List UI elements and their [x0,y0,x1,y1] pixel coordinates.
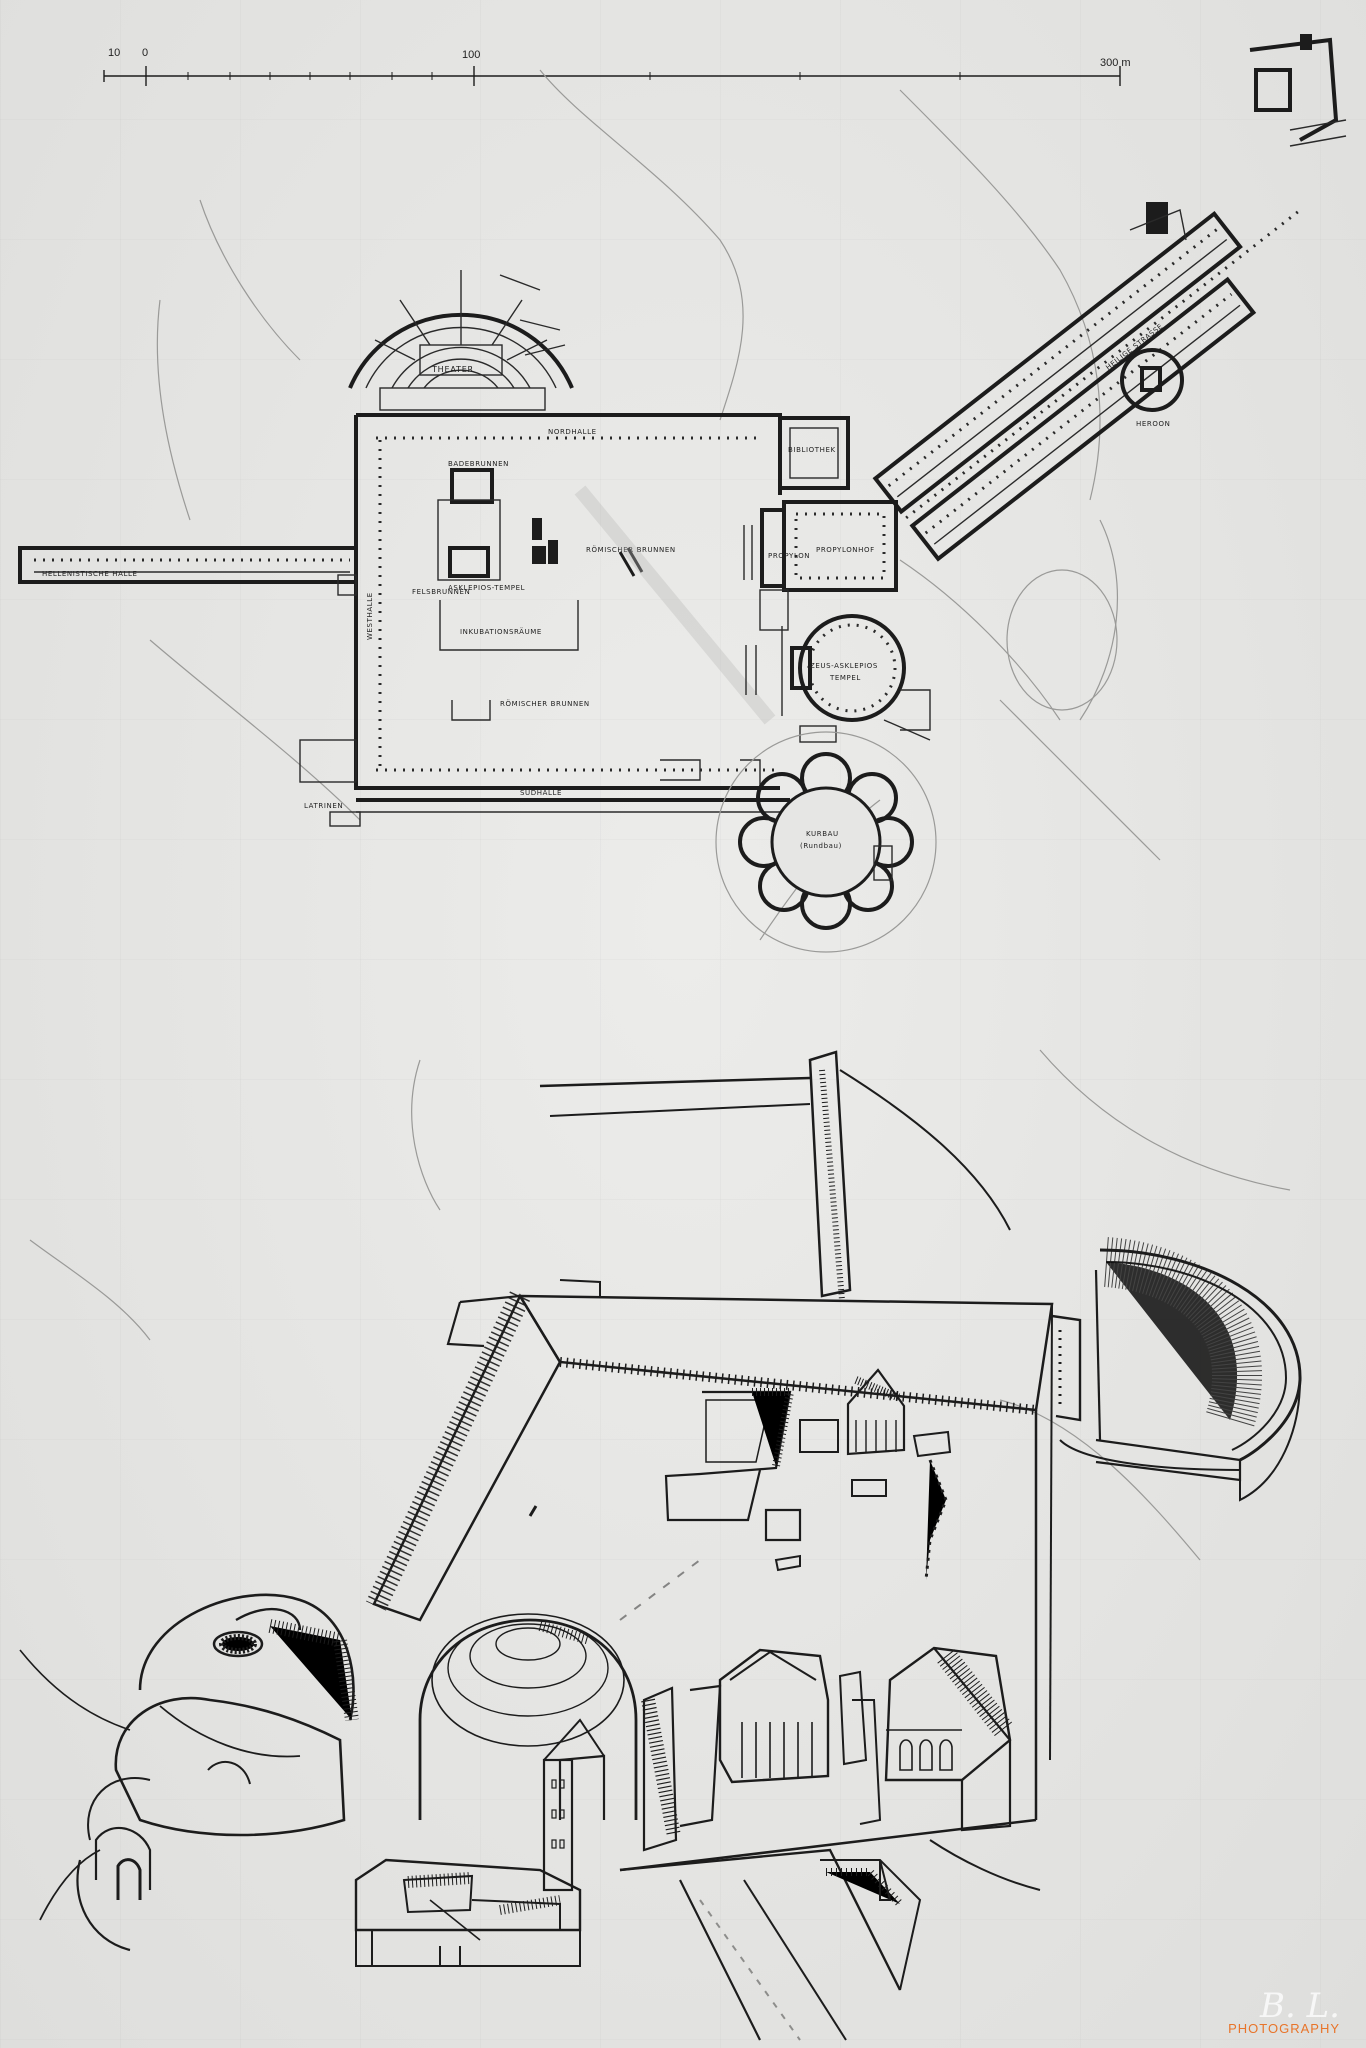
label-propylonhof: PROPYLONHOF [816,546,875,554]
town-gate [1249,34,1347,147]
site-plan: 10 0 100 300 m [18,34,1347,953]
label-rundbau: (Rundbau) [800,842,842,850]
axonometric-view [19,1049,1302,2041]
label-asklepios-tempel: ASKLEPIOS-TEMPEL [448,584,525,592]
scale-tick-10: 10 [108,47,120,59]
label-kurbau: KURBAU [806,830,839,838]
axo-heilige-strasse [619,1839,1041,2041]
label-heroon: HEROON [1136,420,1170,428]
east-complex: BIBLIOTHEK PROPYLONHOF PROPYLON [743,416,898,631]
label-latrinen: LATRINEN [304,802,343,810]
axo-kurbau [19,1593,359,1952]
label-propylon: PROPYLON [768,552,810,560]
photographer-watermark: B. L. PHOTOGRAPHY [1228,1986,1340,2036]
label-theater: THEATER [431,365,474,374]
scale-tick-0: 0 [142,47,148,59]
label-tempel: TEMPEL [829,674,861,682]
axo-zeus-temple [418,1613,638,1892]
label-roemischer-brunnen: RÖMISCHER BRUNNEN [586,545,676,554]
label-stoa-west: HELLENISTISCHE HALLE [42,570,138,578]
theater: THEATER [348,270,574,411]
watermark-brand: PHOTOGRAPHY [1228,2021,1340,2036]
heilige-strasse: HEILIGE STRASSE [872,202,1302,562]
axo-propylon [354,1858,582,1967]
kurbau [738,752,914,930]
axo-north-hall [808,1050,852,1301]
heroon: HEROON [1120,348,1184,428]
label-suedhalle: SÜDHALLE [520,788,562,797]
label-felsbrunnen: FELSBRUNNEN [412,588,470,596]
label-inkubation: INKUBATIONSRÄUME [460,627,542,636]
label-nordhalle: NORDHALLE [548,428,597,436]
scale-tick-300m: 300 m [1100,57,1131,69]
label-badebrunnen: BADEBRUNNEN [448,460,509,468]
kurbau-labels: KURBAU (Rundbau) [715,731,937,953]
west-stoa: HELLENISTISCHE HALLE [18,546,358,584]
scale-bar: 10 0 100 300 m [103,47,1131,86]
axo-theater [1059,1237,1302,1502]
watermark-signature: B. L. [1260,1986,1340,2026]
courtyard: NORDHALLE SÜDHALLE WESTHALLE BADEBRUNNEN… [299,413,790,827]
label-bibliothek: BIBLIOTHEK [788,446,836,454]
zeus-asklepios-temple: ZEUS-ASKLEPIOS TEMPEL [745,614,931,743]
label-westhalle: WESTHALLE [366,592,374,640]
label-brunnen-small: RÖMISCHER BRUNNEN [500,699,590,708]
axo-courtyard [366,1279,1082,1872]
label-zeus-asklepios: ZEUS-ASKLEPIOS [810,662,878,670]
scale-tick-100: 100 [462,49,480,61]
